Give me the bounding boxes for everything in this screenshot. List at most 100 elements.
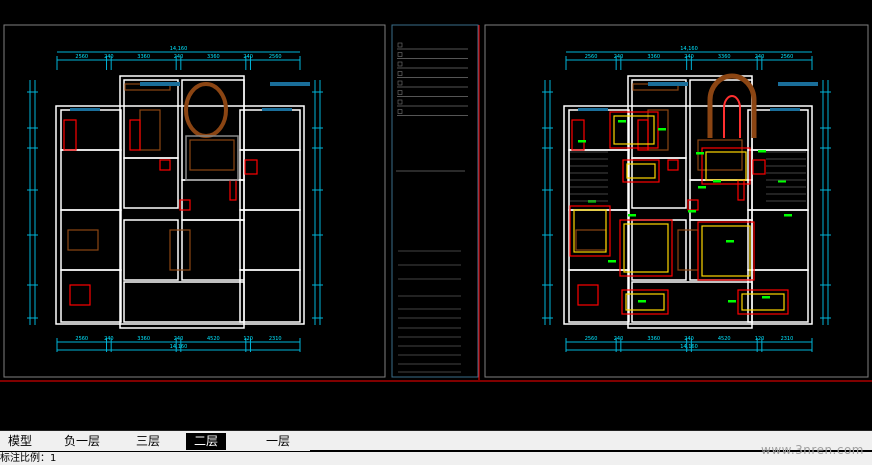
- wall: [55, 105, 305, 325]
- ceiling-frame: [622, 159, 660, 183]
- dimension-label: 3360: [647, 336, 660, 342]
- furniture-red: [159, 159, 171, 171]
- title-block: [396, 42, 468, 373]
- tab-model[interactable]: 模型: [8, 434, 33, 448]
- furniture-red: [244, 159, 258, 175]
- wall: [689, 219, 753, 281]
- ceiling-frame: [697, 221, 755, 281]
- checkbox-icon: [397, 99, 403, 105]
- window: [70, 108, 100, 111]
- light-fixture: [608, 260, 616, 263]
- checkbox-icon: [397, 90, 403, 95]
- dimension-total-label: 14,160: [170, 46, 188, 52]
- ceiling-frame-inner: [625, 293, 665, 311]
- checkbox-icon: [397, 42, 403, 48]
- tab-basement[interactable]: 负一层: [64, 434, 101, 448]
- dimension-label: 2560: [585, 54, 598, 60]
- dimension-label: 2560: [781, 54, 794, 60]
- furniture: [189, 139, 235, 171]
- floor-plan-left: [55, 75, 310, 329]
- dimension-label: 2560: [75, 54, 88, 60]
- dimension-total-label: 14,160: [680, 46, 698, 52]
- wall: [563, 105, 813, 325]
- title-block-frame: [391, 24, 479, 378]
- wall: [747, 209, 809, 271]
- arched-ceiling: [707, 73, 757, 138]
- wall: [747, 269, 809, 323]
- furniture-red: [571, 119, 585, 151]
- light-fixture: [638, 300, 646, 303]
- dimension-label: 240: [614, 336, 624, 342]
- dimension-label: 240: [755, 54, 765, 60]
- dimension-label: 3360: [718, 54, 731, 60]
- ceiling-frame-inner: [613, 115, 655, 145]
- wall: [568, 269, 630, 323]
- tab-third-floor[interactable]: 三层: [136, 434, 161, 448]
- dimension-label: 240: [104, 54, 114, 60]
- wall: [60, 149, 122, 211]
- dimension-label: 240: [684, 336, 694, 342]
- dimension-label: 3360: [207, 54, 220, 60]
- light-fixture: [578, 140, 586, 143]
- furniture: [169, 229, 191, 271]
- checkbox-icon: [397, 71, 403, 76]
- furniture: [67, 229, 99, 251]
- ceiling-frame-inner: [741, 293, 785, 311]
- furniture: [697, 139, 743, 171]
- ceiling-frame-inner: [623, 223, 669, 273]
- dimensions-right: 2560 240 3360 240 3360 240 2560 14,160 2560 240 33…: [542, 46, 831, 352]
- dimension-label: 2560: [585, 336, 598, 342]
- dimension-label: 4520: [718, 336, 731, 342]
- furniture: [677, 229, 699, 271]
- wall: [123, 79, 179, 159]
- stair-void: [185, 135, 239, 181]
- status-bar: 标注比例：1: [0, 451, 872, 465]
- checkbox-icon: [397, 109, 403, 114]
- light-fixture: [698, 186, 706, 189]
- dimension-label: 240: [684, 54, 694, 60]
- wall: [689, 79, 753, 181]
- tab-second-floor[interactable]: 二层: [186, 433, 227, 450]
- arched-ceiling-inner: [723, 95, 741, 138]
- ceiling-frame: [701, 147, 751, 185]
- furniture-red: [69, 284, 91, 306]
- window: [770, 108, 800, 111]
- window: [648, 82, 688, 86]
- spiral-stair: [184, 82, 228, 138]
- dimension-label: 240: [174, 336, 184, 342]
- window: [140, 82, 180, 86]
- dimension-total-label: 14,160: [170, 344, 188, 350]
- ceiling-frame: [609, 111, 659, 149]
- tab-first-floor[interactable]: 一层: [266, 434, 291, 448]
- furniture-red: [129, 119, 141, 151]
- wall: [631, 281, 753, 323]
- ceiling-frame-inner: [701, 225, 751, 277]
- window: [578, 108, 608, 111]
- dimension-label: 3360: [137, 336, 150, 342]
- ceiling-frame: [569, 205, 611, 257]
- light-fixture: [728, 300, 736, 303]
- wall: [181, 219, 245, 281]
- window: [778, 82, 818, 86]
- dimension-label: 240: [243, 54, 253, 60]
- ceiling-frame: [621, 289, 669, 315]
- watermark: www.3nren.com: [761, 443, 864, 457]
- annotation-scale-label: 标注比例：1: [0, 453, 57, 464]
- cad-model-space[interactable]: 2560 240 3360 240 3360 240 2560 14,160 2560 240 33…: [0, 0, 872, 430]
- ceiling-frame: [619, 219, 673, 277]
- dimension-label: 3360: [647, 54, 660, 60]
- dimension-label: 2560: [75, 336, 88, 342]
- dimension-label: 240: [174, 54, 184, 60]
- furniture: [575, 229, 607, 251]
- right-viewport-frame[interactable]: [484, 24, 869, 378]
- dimension-label: 2310: [781, 336, 794, 342]
- wall: [123, 281, 245, 323]
- light-fixture: [628, 214, 636, 217]
- light-fixture: [762, 296, 770, 299]
- wall: [631, 157, 687, 209]
- light-fixture: [784, 214, 792, 217]
- left-viewport-frame[interactable]: [3, 24, 386, 378]
- ceiling-frame-inner: [573, 209, 607, 253]
- wall: [123, 157, 179, 209]
- ceiling-frame: [737, 289, 789, 315]
